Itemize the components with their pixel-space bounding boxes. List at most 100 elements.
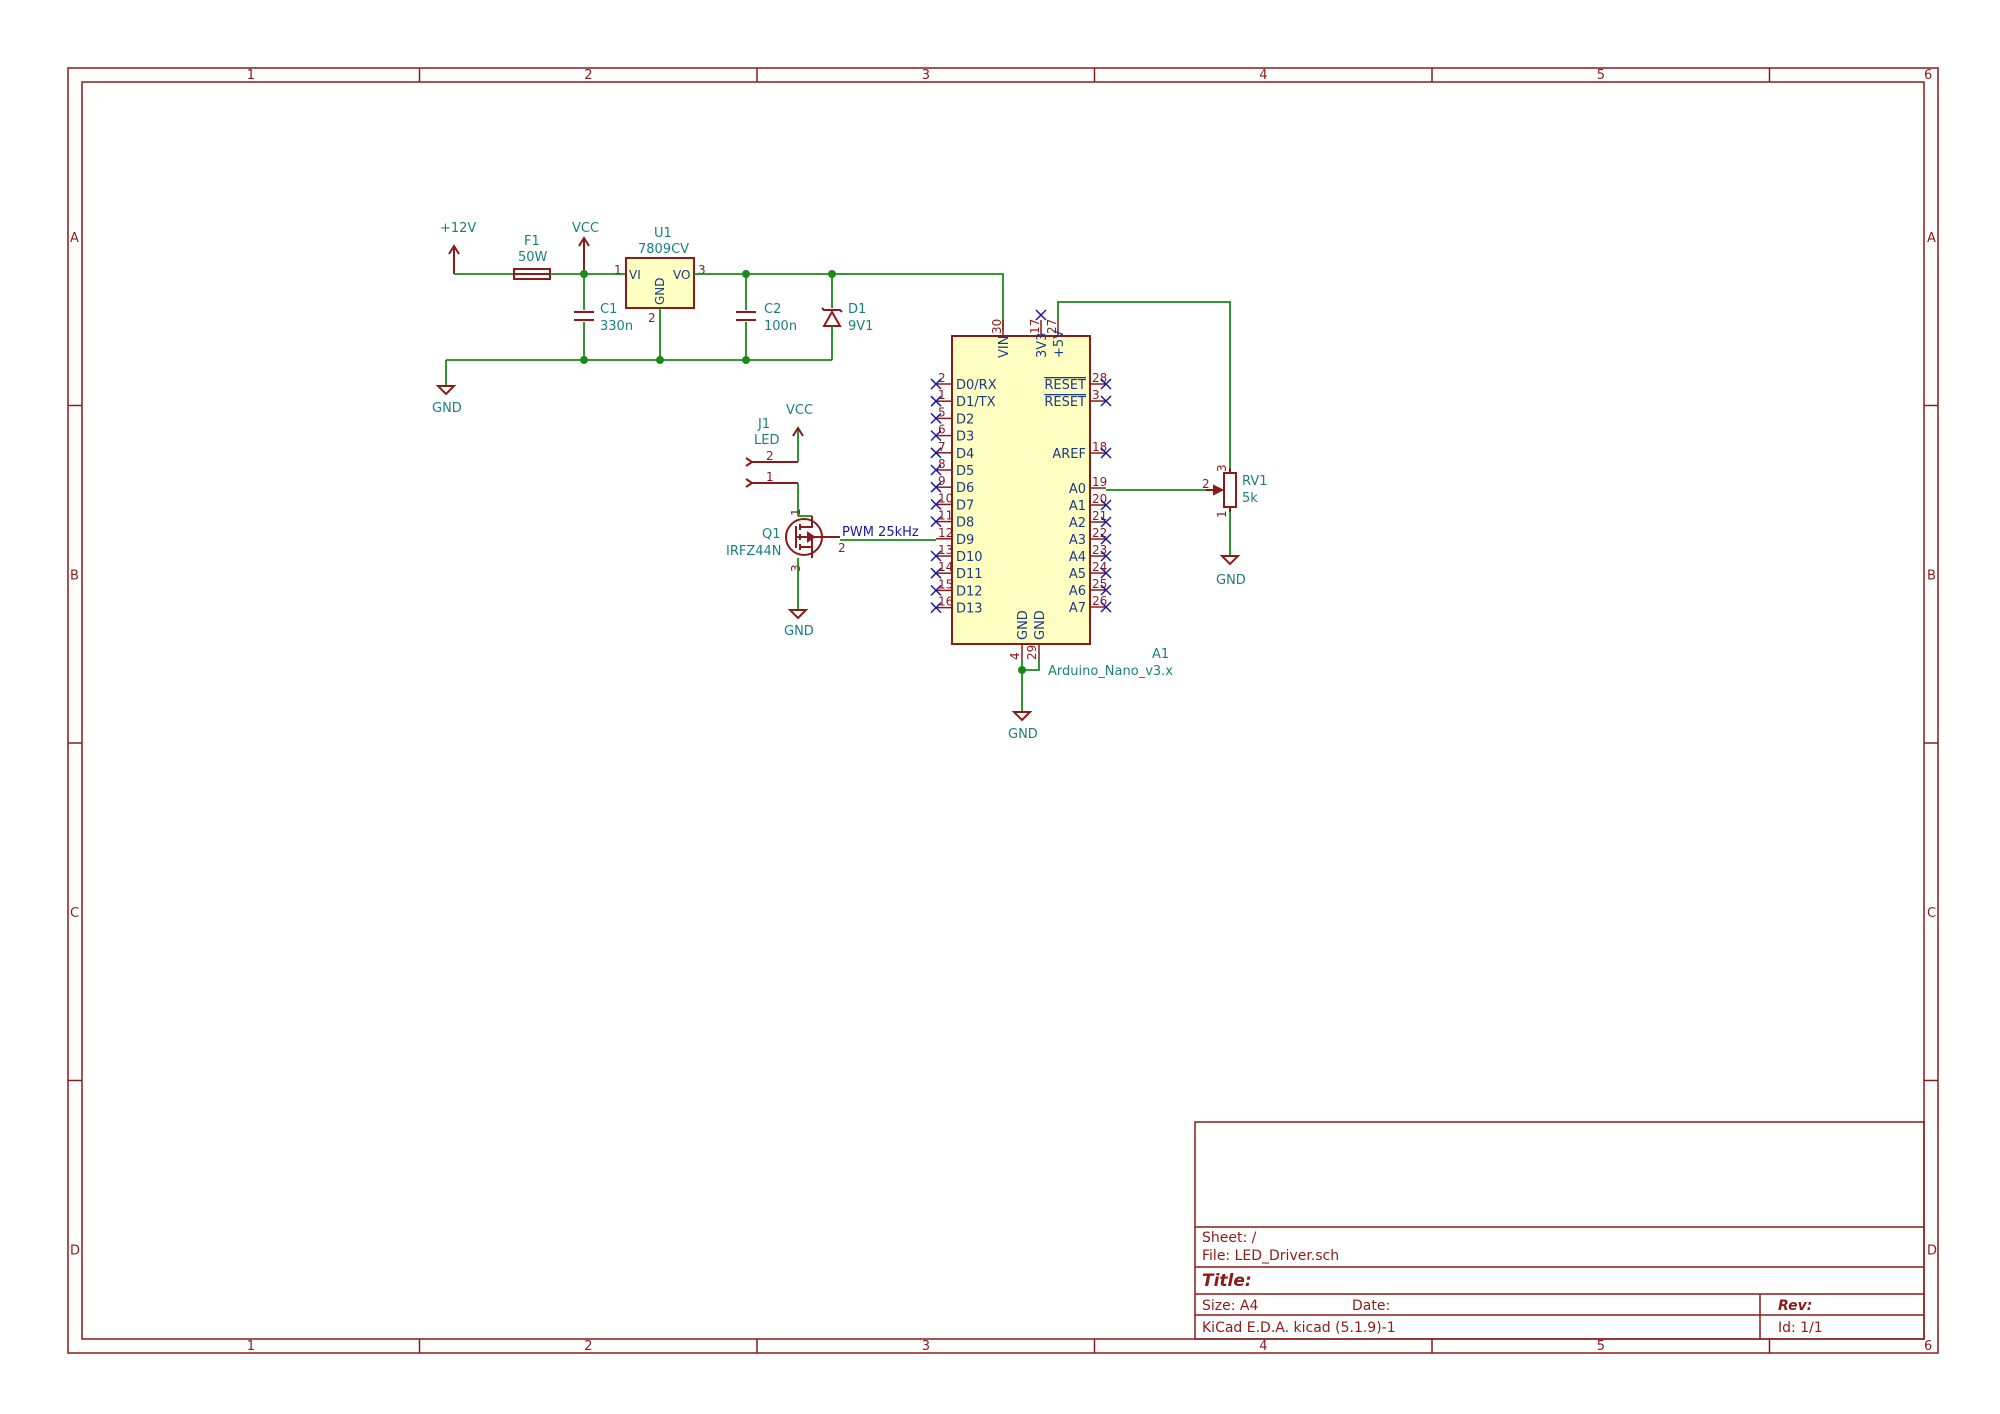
- a1-pin-number: 29: [1025, 645, 1039, 660]
- no-connect-marker: [930, 516, 942, 528]
- q1-ref: Q1: [762, 527, 781, 542]
- f1-ref: F1: [524, 234, 540, 249]
- gnd-label-3: GND: [1216, 573, 1246, 588]
- a1-pin-name: A7: [1069, 601, 1086, 616]
- capacitor-c1[interactable]: C1 330n: [574, 274, 633, 360]
- tb-id: Id: 1/1: [1778, 1320, 1823, 1336]
- no-connect-marker: [930, 447, 942, 459]
- connector-j1[interactable]: J1 LED 2 1: [745, 417, 798, 488]
- no-connect-marker: [1100, 533, 1112, 545]
- no-connect-marker: [1100, 499, 1112, 511]
- frame-row-label-right: C: [1927, 906, 1936, 921]
- c2-value: 100n: [764, 319, 797, 334]
- a1-pin-number: 8: [938, 457, 946, 471]
- a1-pin-name: RESET: [1044, 395, 1086, 410]
- a1-pin-name: A0: [1069, 482, 1086, 497]
- u1-pin-gnd: GND: [653, 277, 667, 305]
- vcc-label-2: VCC: [786, 403, 813, 418]
- a1-pin-number: 16: [938, 595, 953, 609]
- frame-row-label-right: B: [1927, 568, 1936, 583]
- a1-pin-name: D9: [956, 533, 974, 548]
- j1-pin-num-1: 1: [766, 470, 774, 484]
- a1-pin-number: 17: [1028, 319, 1042, 334]
- frame-col-label-top: 3: [922, 68, 930, 83]
- a1-pin-name: D4: [956, 447, 974, 462]
- d1-ref: D1: [848, 302, 866, 317]
- gnd-power-symbol-4[interactable]: GND: [1008, 711, 1038, 742]
- tb-rev: Rev:: [1778, 1298, 1812, 1314]
- gnd-power-symbol-2[interactable]: GND: [784, 609, 814, 639]
- potentiometer-rv1[interactable]: 3 2 1 RV1 5k: [1202, 464, 1268, 518]
- no-connect-marker: [930, 481, 942, 493]
- rv1-value: 5k: [1242, 491, 1258, 506]
- a1-pin-number: 2: [938, 371, 946, 385]
- regulator-u1[interactable]: VI VO GND 1 3 2 U1 7809CV: [614, 226, 706, 325]
- no-connect-marker: [930, 584, 942, 596]
- a1-pin-5v[interactable]: 27+5V: [1045, 319, 1067, 358]
- u1-pin-num-1: 1: [614, 263, 622, 277]
- a1-pin-name: GND: [1016, 610, 1031, 640]
- a1-pin-name: A3: [1069, 533, 1086, 548]
- plus12v-power-symbol[interactable]: +12V: [440, 221, 476, 274]
- a1-pin-name: D1/TX: [956, 395, 996, 410]
- gnd-label-4: GND: [1008, 727, 1038, 742]
- c2-ref: C2: [764, 302, 781, 317]
- no-connect-marker: [930, 567, 942, 579]
- no-connect-marker: [930, 430, 942, 442]
- a1-pin-number: 19: [1092, 475, 1107, 489]
- a1-pin-number: 11: [938, 509, 953, 523]
- a1-pin-number: 15: [938, 577, 953, 591]
- mosfet-q1[interactable]: 1 2 3 Q1 IRFZ44N: [726, 508, 846, 572]
- no-connect-marker: [930, 412, 942, 424]
- gnd-label-2: GND: [784, 624, 814, 639]
- c1-value: 330n: [600, 319, 633, 334]
- fuse-f1[interactable]: F1 50W: [513, 234, 551, 280]
- a1-pin-name: D5: [956, 464, 974, 479]
- vcc-power-symbol-1[interactable]: VCC: [572, 221, 599, 274]
- a1-pin-name: 3V3: [1035, 333, 1050, 358]
- gnd-power-symbol-3[interactable]: GND: [1216, 555, 1246, 588]
- a1-pin-number: 6: [938, 423, 946, 437]
- frame-col-label-bottom: 3: [922, 1339, 930, 1354]
- vcc-power-symbol-2[interactable]: VCC: [786, 403, 813, 437]
- capacitor-c2[interactable]: C2 100n: [736, 274, 797, 360]
- rv1-pin-num-1: 1: [1215, 510, 1229, 518]
- gnd-power-symbol-1[interactable]: GND: [432, 360, 462, 416]
- zener-diode-d1[interactable]: D1 9V1: [821, 274, 873, 360]
- frame-row-label-left: A: [70, 231, 79, 246]
- a1-pin-name: D7: [956, 498, 974, 513]
- a1-pin-number: 5: [938, 405, 946, 419]
- a1-pin-name: RESET: [1044, 378, 1086, 393]
- j1-pin-num-2: 2: [766, 449, 774, 463]
